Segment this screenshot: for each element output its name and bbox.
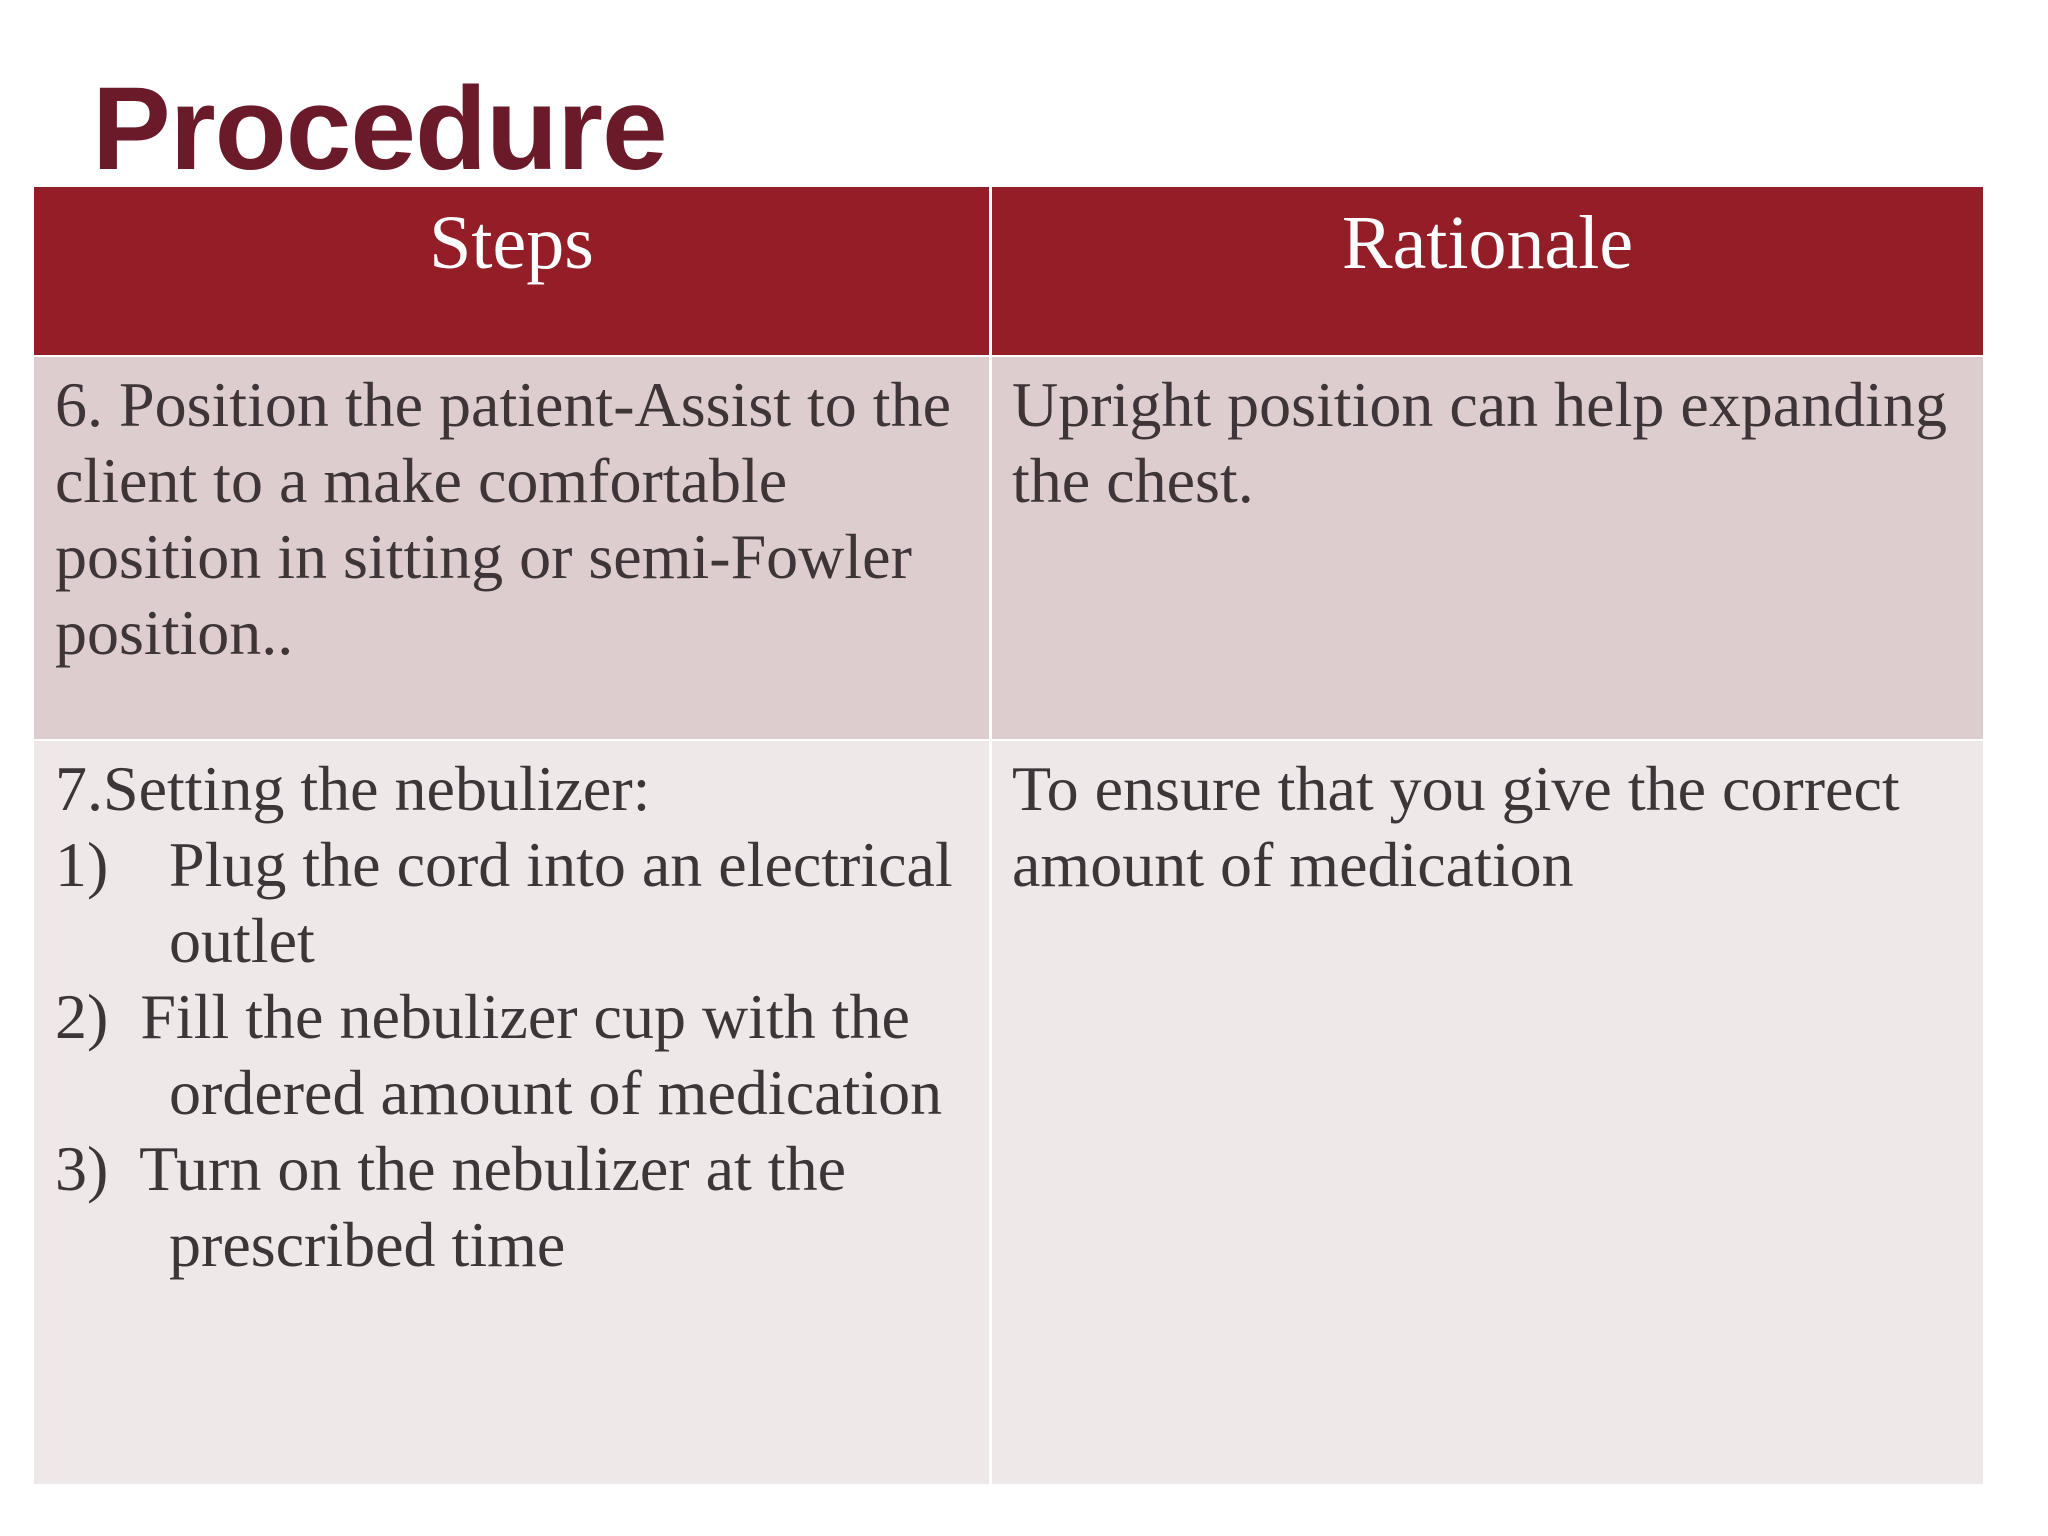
header-steps: Steps xyxy=(34,187,989,355)
list-item: 1) Plug the cord into an electrical outl… xyxy=(55,827,989,979)
step-cell: 6. Position the patient-Assist to the cl… xyxy=(34,357,989,739)
substep-text: Plug the cord into an electrical outlet xyxy=(169,829,953,976)
list-item: 3) Turn on the nebulizer at the prescrib… xyxy=(55,1131,989,1283)
step-intro: 7.Setting the nebulizer: xyxy=(55,753,651,824)
step-cell: 7.Setting the nebulizer: 1) Plug the cor… xyxy=(34,741,989,1484)
substep-text: Turn on the nebulizer at the prescribed … xyxy=(139,1133,846,1280)
header-rationale: Rationale xyxy=(992,187,1983,355)
substep-number: 3) xyxy=(55,1133,109,1204)
table-row: 7.Setting the nebulizer: 1) Plug the cor… xyxy=(34,741,1983,1484)
rationale-cell: Upright position can help expanding the … xyxy=(992,357,1983,739)
rationale-text: Upright position can help expanding the … xyxy=(1012,369,1947,516)
slide-title: Procedure xyxy=(92,63,668,195)
rationale-cell: To ensure that you give the correct amou… xyxy=(992,741,1983,1484)
table-header-row: Steps Rationale xyxy=(34,187,1983,355)
list-item: 2) Fill the nebulizer cup with the order… xyxy=(55,979,989,1131)
substep-text: Fill the nebulizer cup with the ordered … xyxy=(140,981,943,1128)
substep-number: 2) xyxy=(55,981,109,1052)
procedure-table: Steps Rationale 6. Position the patient-… xyxy=(34,187,1983,1484)
table-row: 6. Position the patient-Assist to the cl… xyxy=(34,357,1983,739)
substeps-list: 1) Plug the cord into an electrical outl… xyxy=(55,827,989,1283)
substep-number: 1) xyxy=(55,829,109,900)
rationale-text: To ensure that you give the correct amou… xyxy=(1012,753,1900,900)
step-text: 6. Position the patient-Assist to the cl… xyxy=(55,369,951,668)
